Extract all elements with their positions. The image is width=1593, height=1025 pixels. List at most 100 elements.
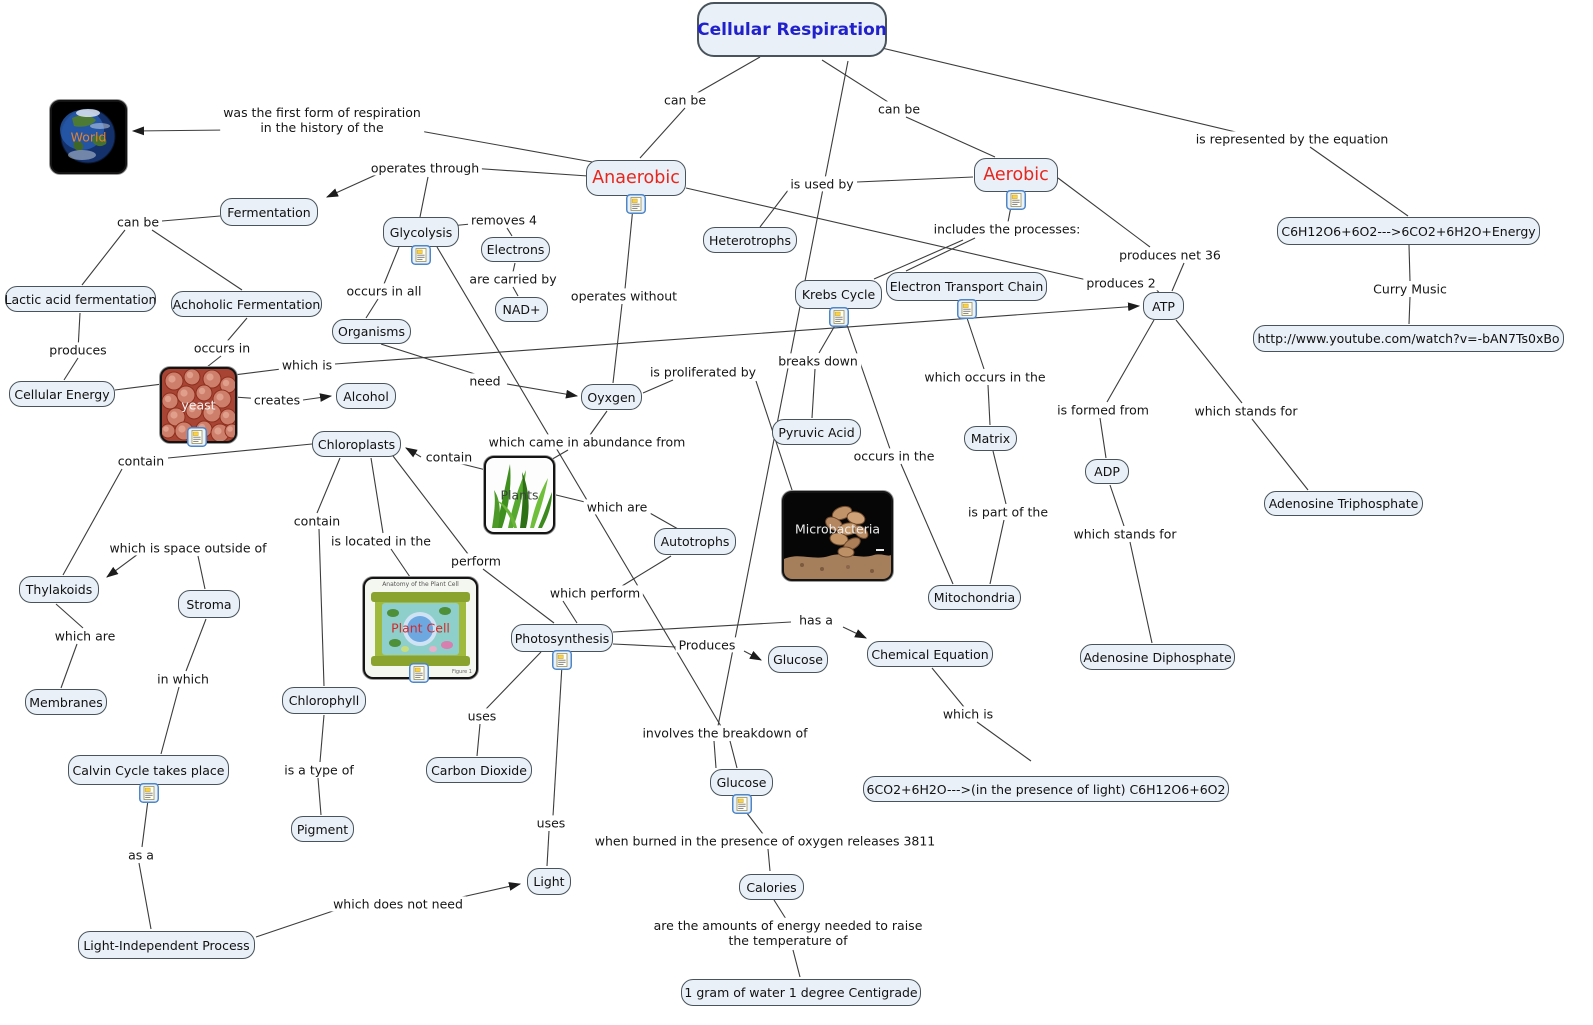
- concept-krebs-cycle[interactable]: Krebs Cycle: [795, 280, 882, 309]
- concept-photosynthesis-equation[interactable]: 6CO2+6H2O--->(in the presence of light) …: [863, 776, 1229, 802]
- linking-phrase-uses-light[interactable]: uses: [533, 815, 569, 831]
- linking-phrase-creates[interactable]: creates: [250, 392, 304, 408]
- concept-adenosine-triphosphate[interactable]: Adenosine Triphosphate: [1264, 491, 1423, 516]
- linking-phrase-curry-music[interactable]: Curry Music: [1370, 281, 1450, 297]
- linking-phrase-which-are-autotrophs[interactable]: which are: [583, 499, 651, 515]
- concept-chlorophyll[interactable]: Chlorophyll: [282, 687, 366, 714]
- resource-icon-glucose-breakdown[interactable]: [731, 794, 752, 814]
- linking-phrase-can-be-1[interactable]: can be: [660, 92, 710, 108]
- linking-phrase-removes-4[interactable]: removes 4: [468, 212, 540, 228]
- concept-calories[interactable]: Calories: [739, 874, 804, 900]
- concept-electron-transport-chain[interactable]: Electron Transport Chain: [886, 272, 1047, 301]
- linking-phrase-is-a-type-of[interactable]: is a type of: [281, 762, 357, 778]
- image-microbacteria[interactable]: Microbacteria: [782, 491, 893, 581]
- concept-carbon-dioxide[interactable]: Carbon Dioxide: [426, 757, 532, 783]
- linking-phrase-occurs-in[interactable]: occurs in: [190, 340, 254, 356]
- linking-phrase-stands-for-adp[interactable]: which stands for: [1070, 526, 1180, 542]
- resource-icon-plant-cell[interactable]: [408, 663, 429, 683]
- resource-icon-photosynthesis[interactable]: [552, 650, 572, 670]
- linking-phrase-is-part-of-the[interactable]: is part of the: [964, 504, 1052, 520]
- concept-glucose-product[interactable]: Glucose: [768, 646, 828, 673]
- concept-glucose-breakdown[interactable]: Glucose: [710, 769, 773, 796]
- linking-phrase-space-outside-of[interactable]: which is space outside of: [106, 540, 270, 556]
- linking-phrase-operates-without[interactable]: operates without: [567, 288, 681, 304]
- linking-phrase-when-burned[interactable]: when burned in the presence of oxygen re…: [591, 833, 939, 849]
- concept-oyxgen[interactable]: Oyxgen: [581, 384, 642, 410]
- image-world[interactable]: World: [50, 100, 127, 174]
- linking-phrase-which-perform[interactable]: which perform: [546, 585, 644, 601]
- concept-adenosine-diphosphate[interactable]: Adenosine Diphosphate: [1080, 644, 1235, 670]
- concept-alcohol[interactable]: Alcohol: [336, 383, 396, 409]
- resource-icon-anaerobic[interactable]: [626, 194, 646, 214]
- linking-phrase-involves-breakdown[interactable]: involves the breakdown of: [639, 725, 811, 741]
- linking-phrase-can-be-3[interactable]: can be: [113, 214, 163, 230]
- concept-electrons[interactable]: Electrons: [481, 237, 550, 262]
- concept-atp[interactable]: ATP: [1143, 292, 1184, 320]
- linking-phrase-need[interactable]: need: [466, 373, 504, 389]
- linking-phrase-in-which[interactable]: in which: [154, 671, 212, 687]
- concept-glycolysis[interactable]: Glycolysis: [383, 217, 459, 247]
- concept-cellular-respiration[interactable]: Cellular Respiration: [697, 2, 887, 57]
- concept-nad-plus[interactable]: NAD+: [495, 297, 548, 322]
- resource-icon-yeast[interactable]: [186, 427, 207, 447]
- linking-phrase-is-formed-from[interactable]: is formed from: [1054, 402, 1152, 418]
- linking-phrase-amounts-of-energy[interactable]: are the amounts of energy needed to rais…: [650, 917, 926, 949]
- concept-aerobic[interactable]: Aerobic: [974, 158, 1058, 192]
- linking-phrase-does-not-need[interactable]: which does not need: [330, 896, 466, 912]
- concept-mitochondria[interactable]: Mitochondria: [928, 585, 1021, 610]
- linking-phrase-which-are-membranes[interactable]: which are: [51, 628, 119, 644]
- linking-phrase-which-is-eq[interactable]: which is: [939, 706, 997, 722]
- concept-matrix[interactable]: Matrix: [964, 426, 1017, 451]
- linking-phrase-is-proliferated-by[interactable]: is proliferated by: [646, 364, 760, 380]
- concept-pyruvic-acid[interactable]: Pyruvic Acid: [772, 419, 861, 445]
- concept-youtube-link[interactable]: http://www.youtube.com/watch?v=-bAN7Ts0x…: [1253, 325, 1564, 352]
- linking-phrase-produces[interactable]: produces: [46, 342, 110, 358]
- resource-icon-aerobic[interactable]: [1006, 190, 1026, 210]
- linking-phrase-first-form[interactable]: was the first form of respiration in the…: [220, 104, 424, 136]
- image-plants[interactable]: Plants: [484, 456, 555, 534]
- resource-icon-glycolysis[interactable]: [411, 245, 431, 265]
- concept-achoholic-fermentation[interactable]: Achoholic Fermentation: [171, 291, 322, 317]
- concept-chloroplasts[interactable]: Chloroplasts: [312, 431, 401, 457]
- linking-phrase-which-is-atp[interactable]: which is: [278, 357, 336, 373]
- linking-phrase-are-carried-by[interactable]: are carried by: [466, 271, 560, 287]
- linking-phrase-contain-thylakoids[interactable]: contain: [114, 453, 168, 469]
- resource-icon-electron-transport-chain[interactable]: [956, 299, 977, 319]
- concept-photosynthesis[interactable]: Photosynthesis: [511, 624, 613, 652]
- concept-lactic-acid-fermentation[interactable]: Lactic acid fermentation: [5, 286, 156, 312]
- linking-phrase-stands-for-atp[interactable]: which stands for: [1191, 403, 1301, 419]
- concept-stroma[interactable]: Stroma: [178, 590, 240, 618]
- concept-pigment[interactable]: Pigment: [291, 816, 354, 842]
- resource-icon-calvin-cycle-takes-place[interactable]: [138, 783, 159, 803]
- concept-autotrophs[interactable]: Autotrophs: [654, 528, 736, 555]
- concept-anaerobic[interactable]: Anaerobic: [586, 160, 686, 196]
- linking-phrase-can-be-2[interactable]: can be: [874, 101, 924, 117]
- linking-phrase-which-occurs-in-the[interactable]: which occurs in the: [921, 369, 1049, 385]
- concept-heterotrophs[interactable]: Heterotrophs: [703, 227, 797, 253]
- resource-icon-krebs-cycle[interactable]: [828, 307, 849, 327]
- concept-membranes[interactable]: Membranes: [25, 689, 107, 715]
- concept-aerobic-equation[interactable]: C6H12O6+6O2--->6CO2+6H2O+Energy: [1277, 217, 1540, 245]
- concept-light-independent-process[interactable]: Light-Independent Process: [78, 931, 255, 959]
- linking-phrase-includes-processes[interactable]: includes the processes:: [930, 221, 1084, 237]
- linking-phrase-produces-glucose[interactable]: Produces: [675, 637, 739, 653]
- linking-phrase-abundance-from[interactable]: which came in abundance from: [485, 434, 689, 450]
- concept-calvin-cycle-takes-place[interactable]: Calvin Cycle takes place: [68, 755, 229, 785]
- linking-phrase-produces-2[interactable]: produces 2: [1083, 275, 1159, 291]
- linking-phrase-operates-through[interactable]: operates through: [367, 160, 483, 176]
- linking-phrase-contain-plants[interactable]: contain: [422, 449, 476, 465]
- linking-phrase-produces-net-36[interactable]: produces net 36: [1116, 247, 1224, 263]
- linking-phrase-represented-by[interactable]: is represented by the equation: [1192, 131, 1392, 147]
- concept-one-gram-water[interactable]: 1 gram of water 1 degree Centigrade: [681, 979, 921, 1006]
- linking-phrase-breaks-down[interactable]: breaks down: [775, 353, 861, 369]
- concept-cellular-energy[interactable]: Cellular Energy: [9, 381, 115, 407]
- linking-phrase-uses-co2[interactable]: uses: [464, 708, 500, 724]
- linking-phrase-as-a[interactable]: as a: [125, 847, 157, 863]
- concept-light[interactable]: Light: [527, 868, 571, 895]
- concept-adp[interactable]: ADP: [1085, 459, 1129, 484]
- linking-phrase-has-a[interactable]: has a: [796, 612, 836, 628]
- concept-thylakoids[interactable]: Thylakoids: [19, 576, 99, 603]
- concept-chemical-equation[interactable]: Chemical Equation: [867, 641, 993, 667]
- linking-phrase-is-located-in-the[interactable]: is located in the: [328, 533, 434, 549]
- linking-phrase-occurs-in-the[interactable]: occurs in the: [850, 448, 938, 464]
